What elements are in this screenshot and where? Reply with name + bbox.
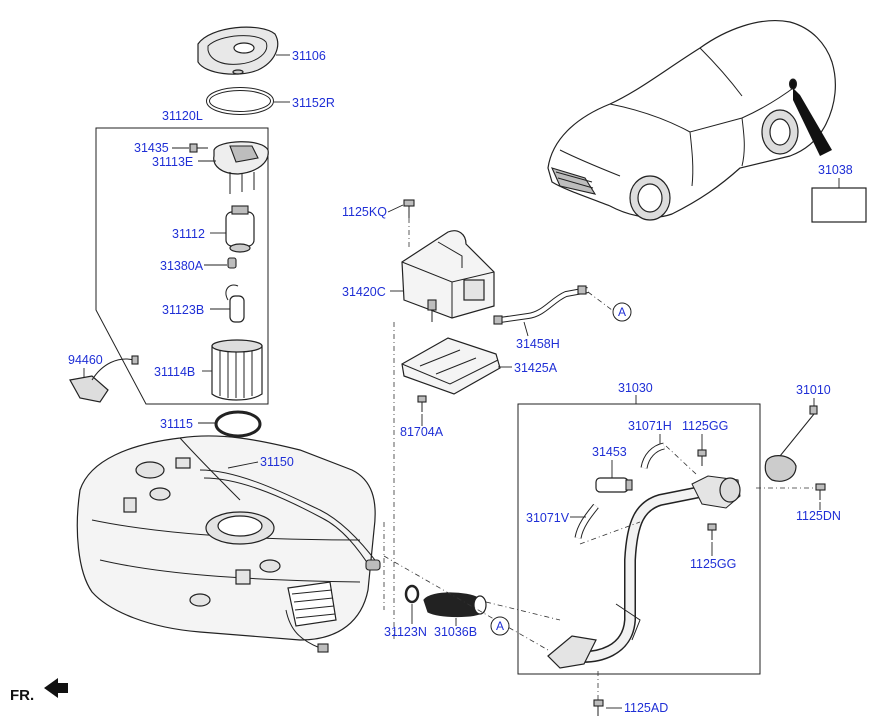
- part-label-31071V: 31071V: [526, 511, 570, 525]
- part-label-94460: 94460: [68, 353, 103, 367]
- fuel-tank-31150: [76, 435, 381, 653]
- clamp-31123N: [404, 584, 420, 604]
- filter-31380A: [227, 257, 237, 269]
- part-label-31123N: 31123N: [384, 625, 427, 639]
- part-label-31120L: 31120L: [162, 109, 203, 123]
- part-label-31380A: 31380A: [160, 259, 204, 273]
- fuel-pump-31112: [225, 205, 255, 253]
- pump-flange-31113E: [213, 141, 269, 194]
- gasket-31115: [214, 410, 262, 438]
- canister-31420C: [401, 230, 495, 322]
- part-label-1125GG-top: 1125GG: [682, 419, 728, 433]
- connector-31435: [189, 143, 208, 153]
- part-label-31458H: 31458H: [516, 337, 560, 351]
- vehicle-illustration: [547, 20, 836, 221]
- part-label-1125GG-bottom: 1125GG: [690, 557, 736, 571]
- filler-group-frame: [517, 403, 761, 675]
- filler-neck-assembly: [547, 475, 741, 669]
- fuel-label-plate: [811, 187, 867, 223]
- bolt-1125GG-bottom: [707, 523, 717, 540]
- part-label-31106: 31106: [292, 49, 326, 63]
- front-arrow-icon: [44, 678, 68, 698]
- part-label-1125AD: 1125AD: [624, 701, 668, 715]
- bolt-1125DN: [815, 483, 826, 500]
- lock-ring-31152R: [206, 87, 274, 115]
- part-label-31115: 31115: [160, 417, 193, 431]
- svg-text:A: A: [496, 619, 504, 633]
- sender-94460: [69, 355, 139, 403]
- part-label-31112: 31112: [172, 227, 205, 241]
- filler-hose-31036B: [423, 592, 487, 618]
- part-label-31152R: 31152R: [292, 96, 335, 110]
- front-direction-label: FR.: [10, 687, 34, 704]
- ref-circle-a-top: A: [612, 302, 632, 322]
- part-label-31420C: 31420C: [342, 285, 386, 299]
- bracket-31425A: [401, 337, 501, 395]
- fuel-cap-31010: [764, 405, 818, 482]
- part-label-31150: 31150: [260, 455, 294, 469]
- reservoir-cup-31114B: [211, 339, 263, 401]
- part-label-31071H: 31071H: [628, 419, 672, 433]
- part-label-31113E: 31113E: [152, 155, 193, 169]
- bolt-1125KQ: [403, 199, 415, 218]
- ref-circle-a-bottom: A: [490, 616, 510, 636]
- part-label-31030: 31030: [618, 381, 653, 395]
- part-label-31453: 31453: [592, 445, 627, 459]
- part-label-31010: 31010: [796, 383, 831, 397]
- svg-text:A: A: [618, 305, 626, 319]
- pump-cover-31106: [197, 26, 279, 75]
- part-label-31425A: 31425A: [514, 361, 558, 375]
- bolt-81704A: [417, 395, 427, 412]
- part-label-31036B: 31036B: [434, 625, 477, 639]
- bolt-1125AD: [593, 699, 604, 716]
- part-label-81704A: 81704A: [400, 425, 444, 439]
- part-label-1125DN: 1125DN: [796, 509, 841, 523]
- part-label-1125KQ: 1125KQ: [342, 205, 387, 219]
- hose-31071V: [574, 503, 599, 539]
- valve-31453: [595, 477, 633, 493]
- part-label-31123B: 31123B: [162, 303, 204, 317]
- bolt-1125GG-top: [697, 449, 707, 466]
- part-label-31038: 31038: [818, 163, 853, 177]
- part-label-31435: 31435: [134, 141, 169, 155]
- pump-assembly-frame: [95, 127, 269, 405]
- vapor-hose-31458H: [493, 285, 589, 325]
- regulator-31123B: [225, 284, 245, 323]
- part-label-31114B: 31114B: [154, 365, 195, 379]
- hose-31071H: [640, 442, 665, 469]
